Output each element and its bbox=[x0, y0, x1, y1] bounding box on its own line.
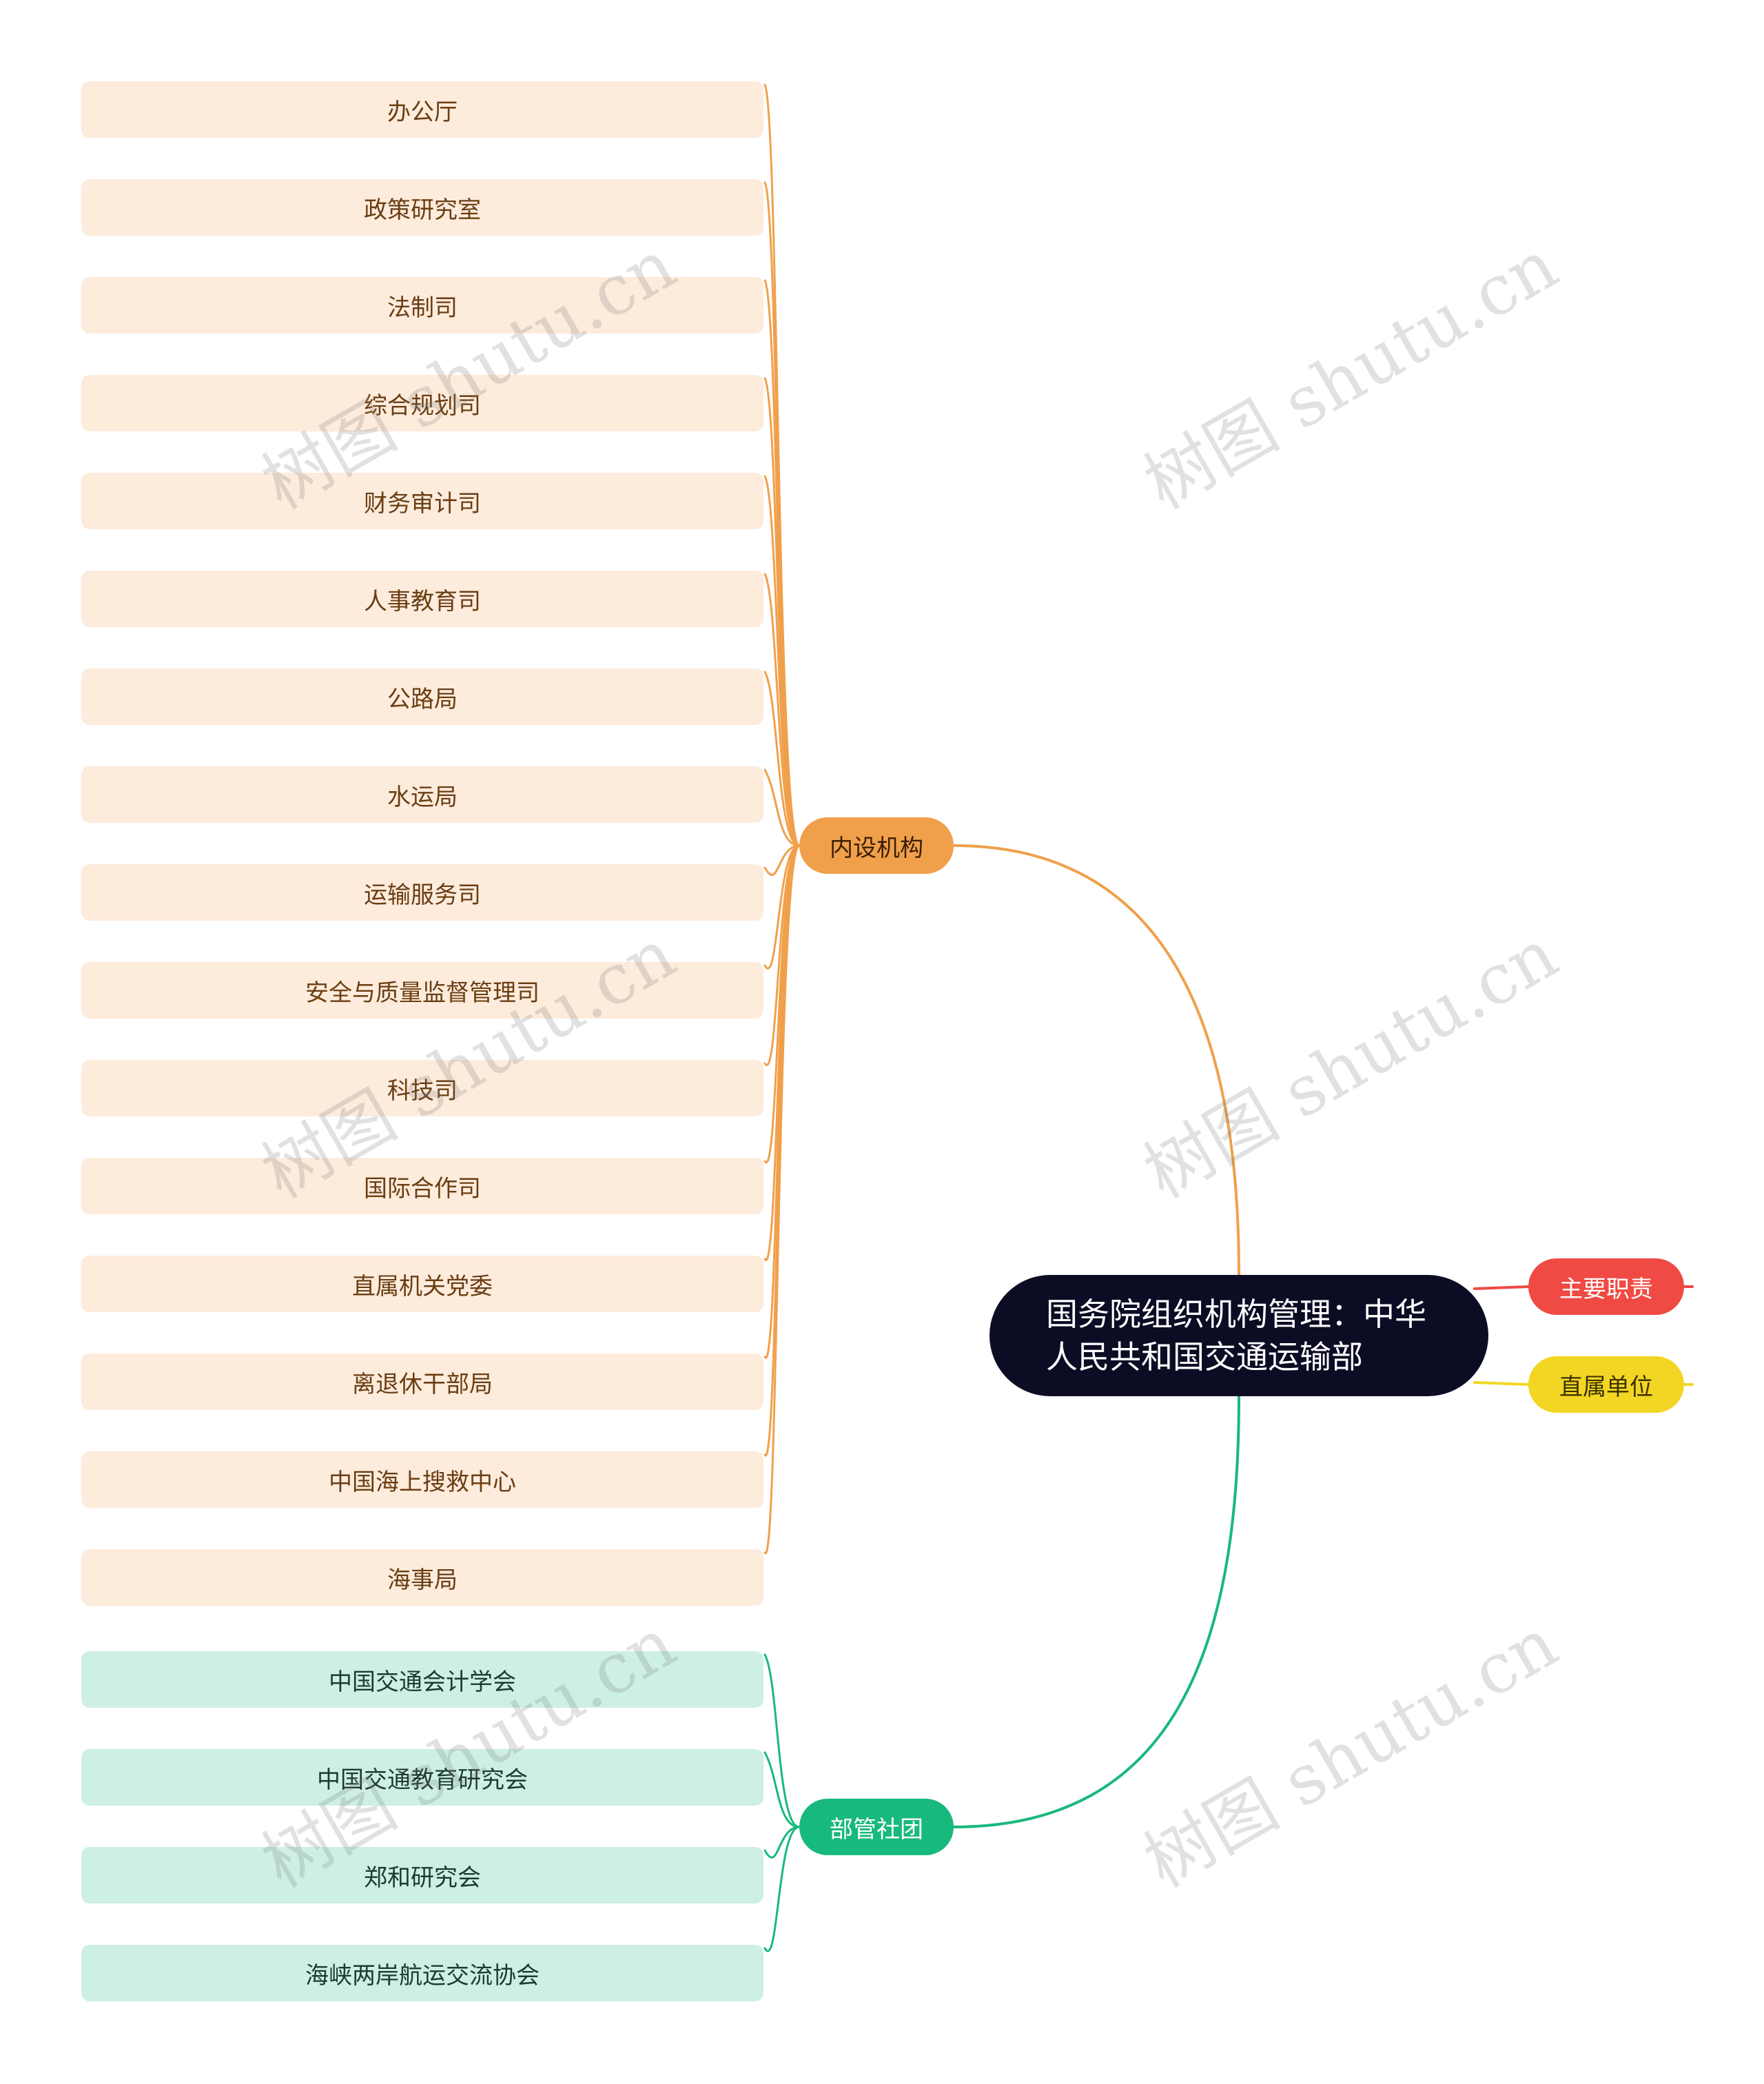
root-to-societies-line bbox=[952, 1395, 1240, 1828]
societies-leaf-line bbox=[763, 1653, 801, 1828]
leaf-label: 运输服务司 bbox=[364, 881, 481, 909]
leaf-label: 离退休干部局 bbox=[352, 1370, 493, 1398]
branch-node-duties[interactable]: 主要职责 bbox=[1528, 1258, 1684, 1315]
root-node[interactable]: 国务院组织机构管理：中华人民共和国交通运输部 bbox=[989, 1275, 1488, 1396]
leaf-node[interactable]: 海事局 bbox=[81, 1549, 763, 1606]
internal-leaf-line bbox=[763, 573, 801, 847]
branch-label: 主要职责 bbox=[1559, 1275, 1653, 1303]
leaf-node[interactable]: 安全与质量监督管理司 bbox=[81, 962, 763, 1019]
leaf-node[interactable]: 财务审计司 bbox=[81, 473, 763, 529]
leaf-node[interactable]: 法制司 bbox=[81, 277, 763, 334]
internal-leaf-line bbox=[763, 844, 801, 970]
internal-leaf-line bbox=[763, 377, 801, 847]
societies-leaf-line bbox=[763, 1826, 801, 1952]
leaf-label: 郑和研究会 bbox=[364, 1863, 481, 1892]
internal-leaf-line bbox=[763, 475, 801, 847]
leaf-node[interactable]: 办公厅 bbox=[81, 81, 763, 138]
branch-node-societies[interactable]: 部管社团 bbox=[799, 1799, 954, 1855]
root-label: 国务院组织机构管理：中华人民共和国交通运输部 bbox=[1046, 1296, 1426, 1376]
leaf-label: 政策研究室 bbox=[364, 196, 481, 224]
leaf-label: 财务审计司 bbox=[364, 489, 481, 518]
leaf-node[interactable]: 水运局 bbox=[81, 766, 763, 823]
leaf-node[interactable]: 中国海上搜救中心 bbox=[81, 1451, 763, 1508]
leaf-label: 综合规划司 bbox=[364, 391, 481, 420]
leaf-label: 水运局 bbox=[387, 783, 458, 811]
branch-label: 部管社团 bbox=[830, 1815, 923, 1843]
societies-leaf-line bbox=[763, 1826, 801, 1859]
leaf-node[interactable]: 郑和研究会 bbox=[81, 1847, 763, 1903]
leaf-label: 科技司 bbox=[387, 1076, 458, 1105]
leaf-label: 直属机关党委 bbox=[352, 1272, 493, 1300]
leaf-node[interactable]: 中国交通会计学会 bbox=[81, 1651, 763, 1708]
internal-leaf-line bbox=[763, 844, 801, 1554]
leaf-node[interactable]: 海峡两岸航运交流协会 bbox=[81, 1945, 763, 2001]
leaf-node[interactable]: 国际合作司 bbox=[81, 1158, 763, 1214]
leaf-node[interactable]: 综合规划司 bbox=[81, 375, 763, 431]
leaf-label: 人事教育司 bbox=[364, 587, 481, 615]
societies-leaf-line bbox=[763, 1751, 801, 1828]
leaf-label: 法制司 bbox=[387, 294, 458, 322]
leaf-label: 办公厅 bbox=[387, 98, 458, 126]
branch-node-units[interactable]: 直属单位 bbox=[1528, 1356, 1684, 1413]
root-to-duties-line bbox=[1473, 1285, 1530, 1290]
leaf-label: 国际合作司 bbox=[364, 1174, 481, 1203]
internal-leaf-line bbox=[763, 768, 801, 847]
branch-node-internal[interactable]: 内设机构 bbox=[799, 817, 954, 874]
leaf-label: 公路局 bbox=[387, 685, 458, 713]
leaf-label: 中国交通会计学会 bbox=[329, 1668, 516, 1696]
leaf-label: 中国海上搜救中心 bbox=[329, 1468, 516, 1496]
leaf-label: 安全与质量监督管理司 bbox=[305, 979, 540, 1007]
leaf-node[interactable]: 中国交通教育研究会 bbox=[81, 1749, 763, 1806]
branch-label: 内设机构 bbox=[830, 834, 923, 862]
leaf-label: 中国交通教育研究会 bbox=[317, 1766, 528, 1794]
leaf-node[interactable]: 离退休干部局 bbox=[81, 1353, 763, 1410]
leaf-node[interactable]: 人事教育司 bbox=[81, 571, 763, 627]
branch-label: 直属单位 bbox=[1559, 1373, 1653, 1401]
root-to-units-line bbox=[1473, 1381, 1530, 1386]
leaf-node[interactable]: 公路局 bbox=[81, 668, 763, 725]
root-to-internal-line bbox=[952, 844, 1240, 1276]
leaf-node[interactable]: 直属机关党委 bbox=[81, 1256, 763, 1312]
leaf-node[interactable]: 科技司 bbox=[81, 1060, 763, 1116]
internal-leaf-line bbox=[763, 671, 801, 847]
internal-leaf-line bbox=[763, 844, 801, 876]
leaf-node[interactable]: 运输服务司 bbox=[81, 864, 763, 921]
leaf-node[interactable]: 政策研究室 bbox=[81, 179, 763, 236]
leaf-label: 海峡两岸航运交流协会 bbox=[305, 1961, 540, 1990]
leaf-label: 海事局 bbox=[387, 1566, 458, 1594]
